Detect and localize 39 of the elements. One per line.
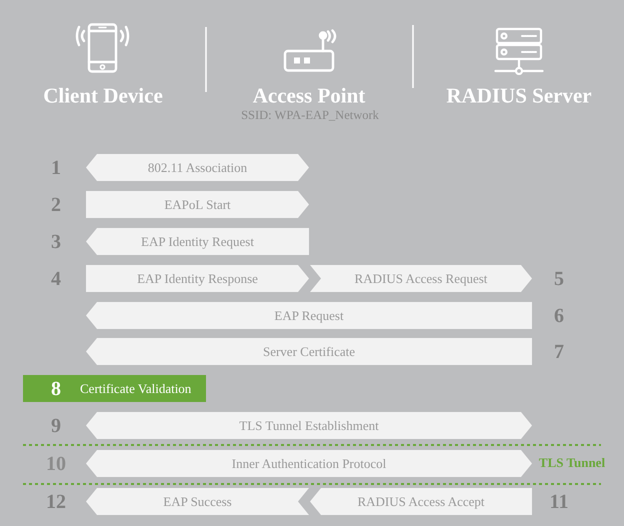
message-text: Server Certificate <box>262 344 356 360</box>
step-number: 12 <box>46 492 66 512</box>
participant-title: Access Point <box>252 84 366 108</box>
message-text: Inner Authentication Protocol <box>232 456 386 472</box>
message-band <box>86 412 532 439</box>
message-band <box>86 228 309 255</box>
participant-title: Client Device <box>43 84 163 108</box>
message-text: EAP Identity Request <box>141 234 254 250</box>
message-band <box>86 488 309 515</box>
message-band <box>310 265 532 292</box>
message-band <box>86 302 532 329</box>
process-box <box>23 375 206 402</box>
message-text: EAP Identity Response <box>137 270 258 286</box>
message-band <box>310 488 532 515</box>
message-text: EAPoL Start <box>164 196 231 212</box>
participant-title: RADIUS Server <box>446 84 592 108</box>
message-band <box>86 450 532 477</box>
step-number: 3 <box>51 232 61 252</box>
step-number: 11 <box>550 492 568 512</box>
step-number: 8 <box>51 378 61 398</box>
step-number: 7 <box>554 342 564 362</box>
message-band <box>86 191 309 218</box>
tunnel-label: TLS Tunnel <box>538 456 606 470</box>
message-text: EAP Request <box>274 308 344 324</box>
step-number: 4 <box>51 268 61 288</box>
step-number: 6 <box>554 306 564 326</box>
step-number: 2 <box>51 194 61 214</box>
message-band <box>86 154 309 181</box>
step-number: 1 <box>51 158 61 178</box>
message-text: RADIUS Access Accept <box>357 494 485 510</box>
message-text: 802.11 Association <box>148 160 248 176</box>
step-number: 5 <box>554 268 564 288</box>
message-text: EAP Success <box>163 494 232 510</box>
step-text: Certificate Validation <box>80 380 192 396</box>
message-text: RADIUS Access Request <box>354 270 488 286</box>
step-number: 9 <box>51 416 61 436</box>
message-band <box>86 338 532 365</box>
message-band <box>86 265 309 292</box>
message-text: TLS Tunnel Establishment <box>239 418 379 434</box>
